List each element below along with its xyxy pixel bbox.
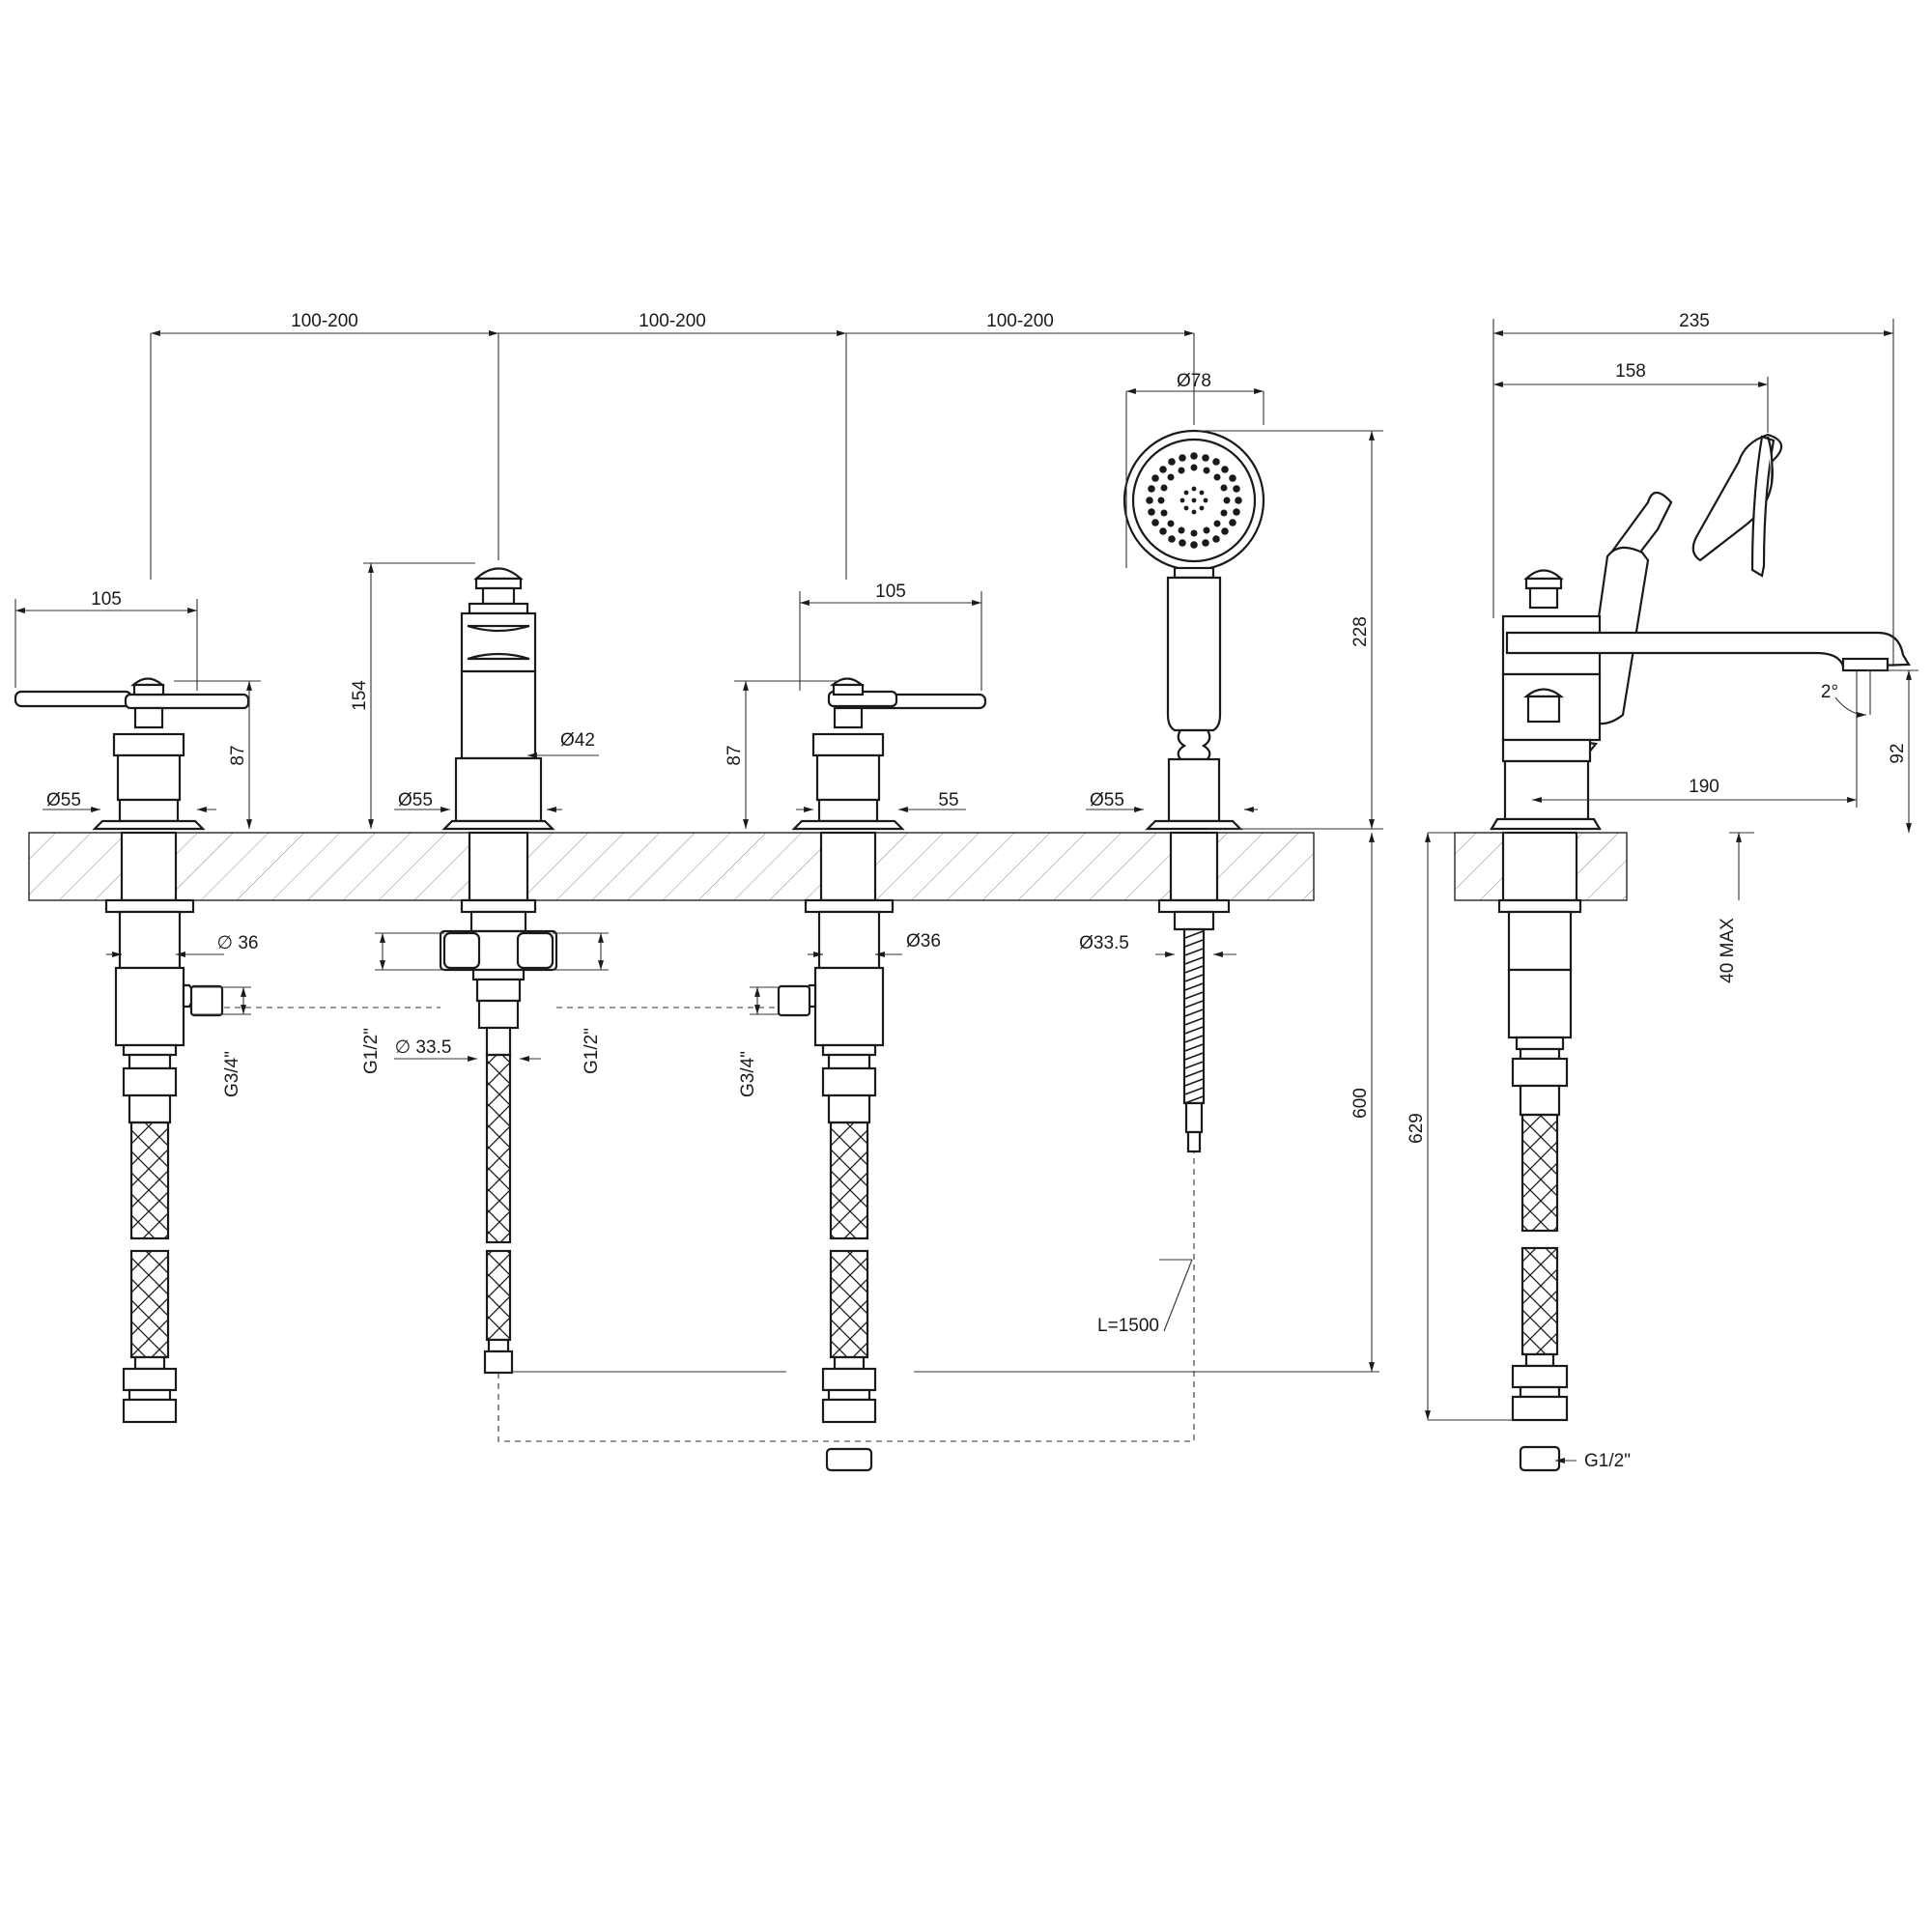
dim-drop-600: 600 xyxy=(1350,1088,1371,1119)
centerlines xyxy=(224,1007,1379,1442)
dim-base-2: Ø55 xyxy=(398,790,433,810)
dim-side-angle: 2° xyxy=(1821,682,1838,702)
dim-base-1: Ø55 xyxy=(46,790,81,810)
dim-side-629: 629 xyxy=(1406,1113,1427,1144)
dim-side-40max: 40 MAX xyxy=(1718,918,1738,983)
shower-nozzles xyxy=(1146,452,1242,549)
dim-spacing-2: 100-200 xyxy=(639,311,706,331)
hand-shower xyxy=(1122,429,1265,1153)
dim-shower-height: 228 xyxy=(1350,616,1371,647)
dim-side-92: 92 xyxy=(1888,743,1908,763)
valve-left xyxy=(14,677,250,1424)
dim-side-158: 158 xyxy=(1615,361,1646,382)
side-view xyxy=(1490,433,1911,1472)
dim-spacing-1: 100-200 xyxy=(291,311,358,331)
dim-hose-length: L=1500 xyxy=(1097,1316,1159,1336)
dim-spout-dia: Ø42 xyxy=(560,730,595,751)
dim-g12-right: G1/2" xyxy=(582,1028,602,1074)
dim-g12-left: G1/2" xyxy=(361,1028,382,1074)
dimension-lines xyxy=(14,319,1918,1463)
valve-right xyxy=(777,677,987,1472)
dim-lever-right: 105 xyxy=(875,582,906,602)
dim-side-190: 190 xyxy=(1689,777,1719,797)
dim-shower-dia: Ø78 xyxy=(1177,371,1211,391)
dim-side-235: 235 xyxy=(1679,311,1710,331)
dim-base-4: Ø55 xyxy=(1090,790,1124,810)
dim-g34-right: G3/4" xyxy=(738,1051,758,1097)
diverter-valve xyxy=(439,567,558,1375)
dim-diverter-dia: ∅ 33.5 xyxy=(395,1037,452,1058)
dim-spacing-3: 100-200 xyxy=(986,311,1054,331)
dim-shower-shank: Ø33.5 xyxy=(1079,933,1129,953)
dim-spout-height: 154 xyxy=(350,680,370,711)
dim-shank-right: Ø36 xyxy=(906,931,941,952)
dim-g34-left: G3/4" xyxy=(222,1051,242,1097)
dim-shank-left: ∅ 36 xyxy=(217,933,259,953)
dim-lever-left: 105 xyxy=(91,589,122,610)
dim-side-g12: G1/2" xyxy=(1584,1451,1631,1471)
dim-height-right: 87 xyxy=(724,745,745,765)
dimension-labels: 100-200 100-200 100-200 105 105 87 87 15… xyxy=(46,311,1908,1471)
dim-base-right-width: 55 xyxy=(938,790,958,810)
dim-height-left: 87 xyxy=(228,745,248,765)
